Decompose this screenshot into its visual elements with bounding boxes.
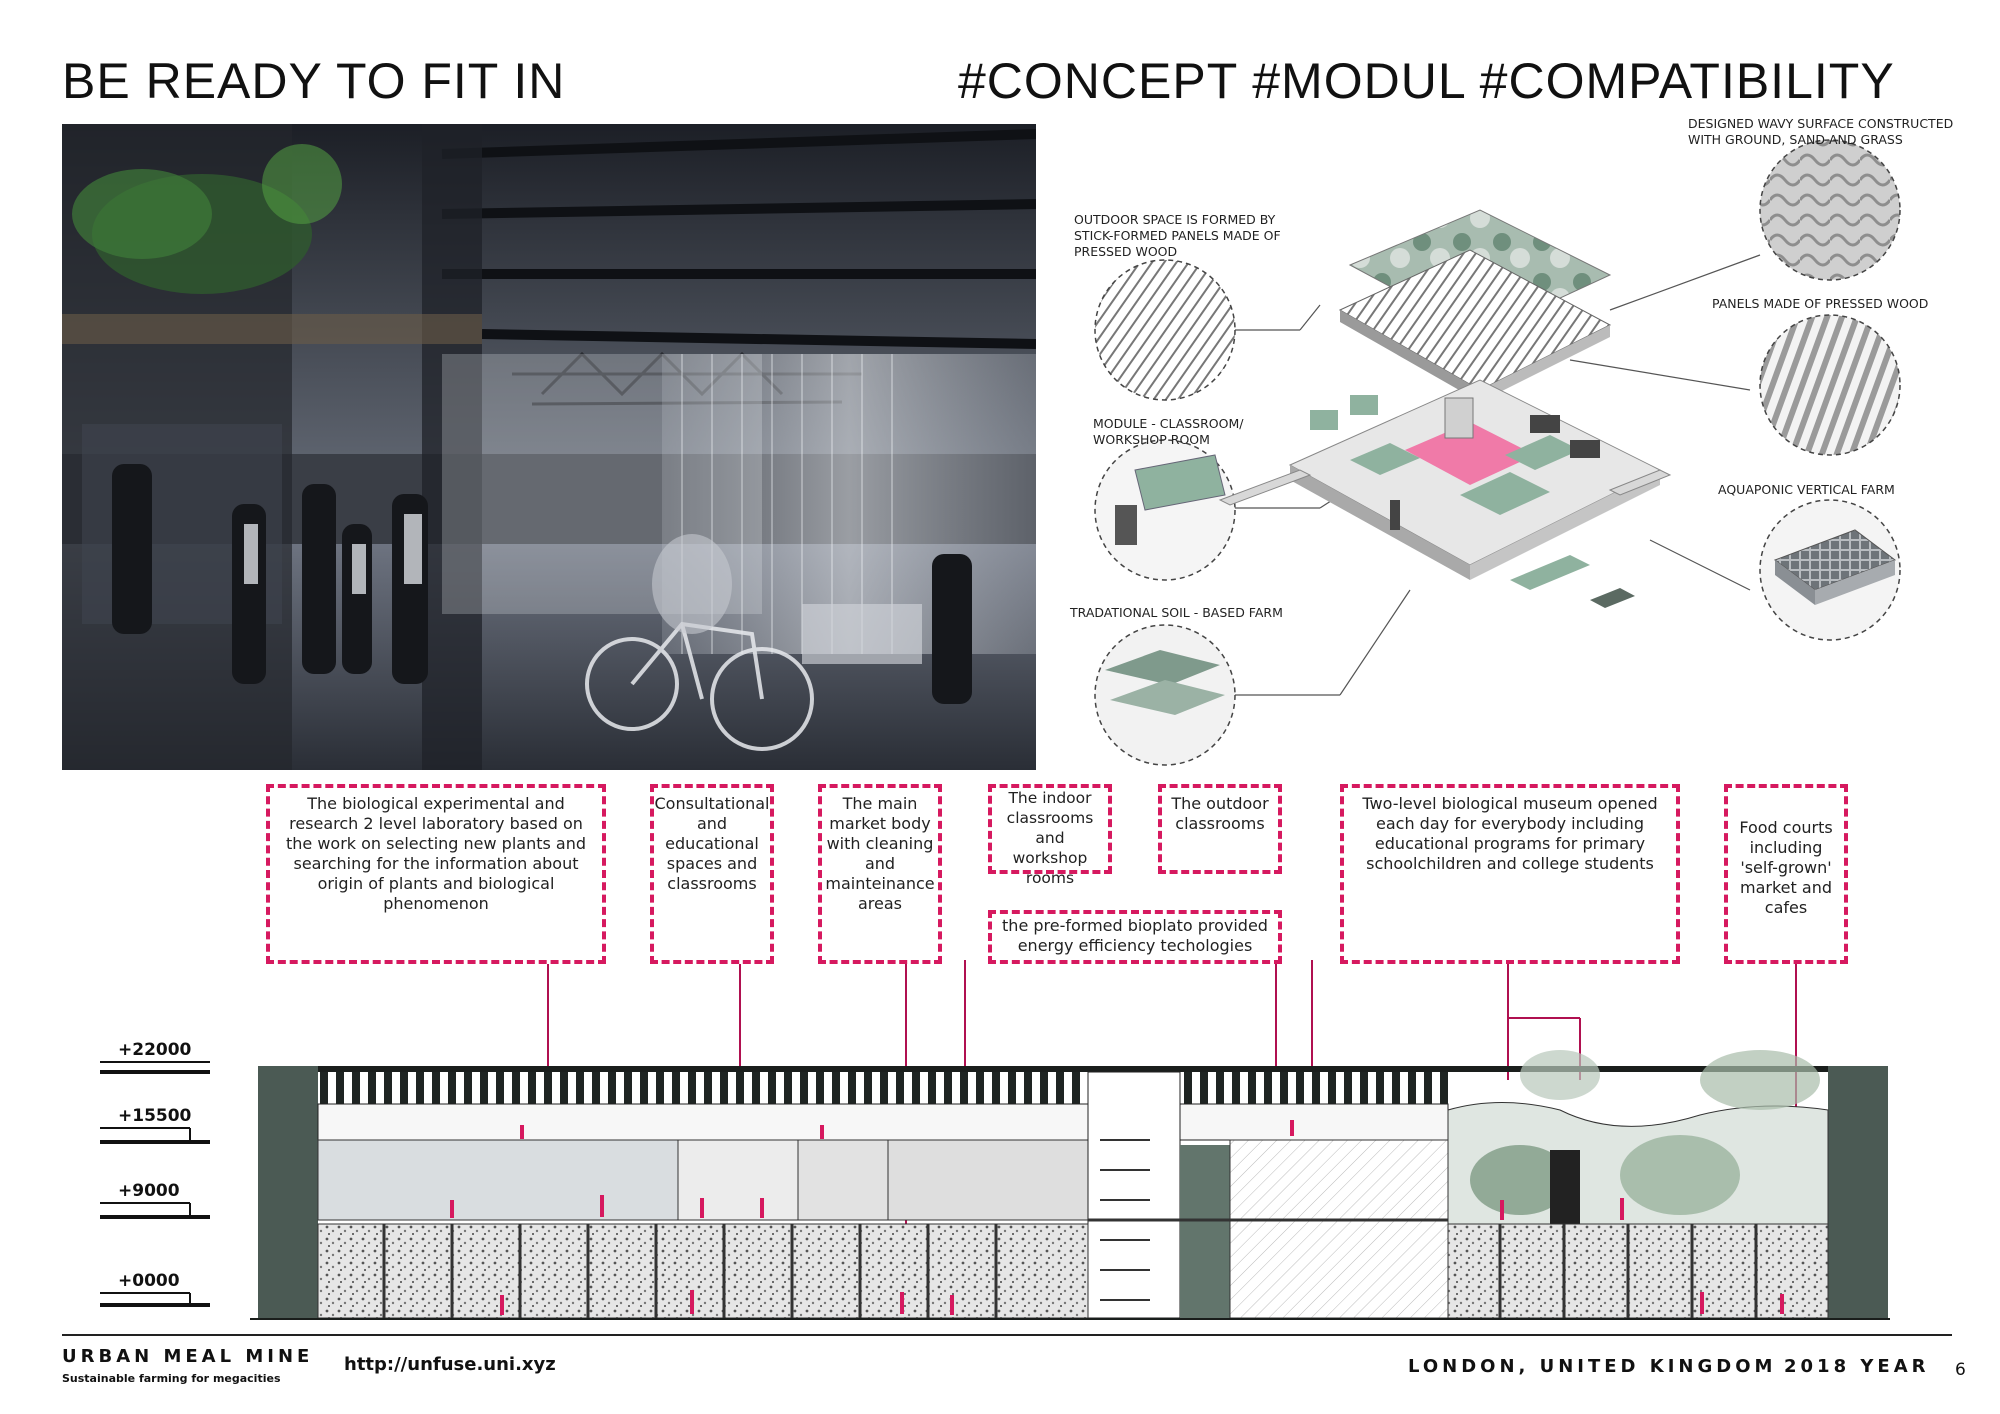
section-market-ground [317,1223,1089,1319]
section-classrooms [887,1139,1089,1221]
detail-circle-stick-panels [1094,259,1236,401]
detail-circle-module [1094,439,1236,581]
section-laboratory [317,1139,679,1221]
level-markers [100,1061,210,1307]
detail-circle-soil-farm [1094,624,1236,766]
annotation-museum: Two-level biological museum opened each … [1340,784,1680,964]
annotation-consultational: Consultational and educational spaces an… [650,784,774,964]
project-subtitle: Sustainable farming for megacities [62,1372,281,1385]
section-stair [1087,1071,1181,1319]
interior-render-image [62,124,1036,770]
level-label-0000: +0000 [118,1271,180,1291]
annotation-food-courts: Food courts including 'self-grown' marke… [1724,784,1848,964]
annotation-outdoor-classrooms: The outdoor classrooms [1158,784,1282,874]
page-hashtags: #CONCEPT #MODUL #COMPATIBILITY [958,53,1895,109]
level-label-22000: +22000 [118,1040,192,1060]
page-title: BE READY TO FIT IN [62,53,566,109]
level-label-9000: +9000 [118,1181,180,1201]
render-illustration [62,124,1036,770]
axonometric-diagram [1094,139,1901,766]
building-section [100,960,1890,1320]
axon-base-layer [1218,379,1672,608]
annotation-laboratory: The biological experimental and research… [266,784,606,964]
detail-circle-wavy-surface [1759,139,1901,281]
annotation-indoor-classrooms: The indoor classrooms and workshop rooms [988,784,1112,887]
project-location: LONDON, UNITED KINGDOM [1408,1356,1777,1377]
section-green-column [1180,1145,1230,1318]
left-stair-core [258,1066,318,1318]
annotation-bioplato: the pre-formed bioplato provided energy … [988,910,1282,964]
label-outdoor-space: OUTDOOR SPACE IS FORMED BY STICK-FORMED … [1074,212,1281,259]
label-module: MODULE - CLASSROOM/ WORKSHOP ROOM [1093,416,1244,447]
annotation-market: The main market body with cleaning and m… [818,784,942,964]
label-aquaponic: AQUAPONIC VERTICAL FARM [1718,482,1895,497]
label-pressed-wood: PANELS MADE OF PRESSED WOOD [1712,296,1929,311]
label-wavy-surface: DESIGNED WAVY SURFACE CONSTRUCTED WITH G… [1688,116,1954,147]
detail-circle-aquaponic [1759,499,1901,641]
level-label-15500: +15500 [118,1106,192,1126]
page-number: 6 [1955,1360,1966,1380]
footer-divider [62,1334,1952,1336]
project-name: URBAN MEAL MINE [62,1346,314,1367]
section-consultation [677,1139,799,1221]
label-soil-farm: TRADATIONAL SOIL - BASED FARM [1070,605,1283,620]
detail-circle-pressed-wood [1759,314,1901,456]
project-url-link[interactable]: http://unfuse.uni.xyz [344,1354,556,1375]
axon-middle-layer [1338,249,1612,402]
project-year: 2018 YEAR [1784,1356,1930,1377]
right-stair-core [1828,1066,1888,1318]
